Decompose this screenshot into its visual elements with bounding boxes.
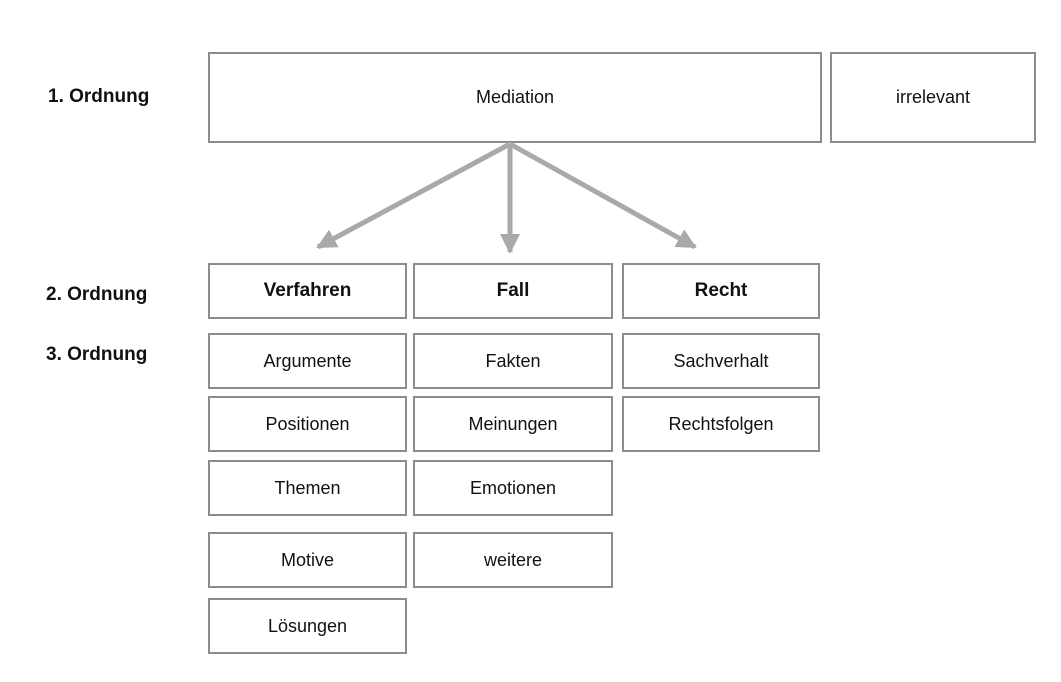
node-positionen: Positionen (208, 396, 407, 452)
node-irrelevant: irrelevant (830, 52, 1036, 143)
node-recht: Recht (622, 263, 820, 319)
row-label-level-3: 3. Ordnung (46, 344, 148, 365)
node-rechtsfolgen: Rechtsfolgen (622, 396, 820, 452)
node-themen: Themen (208, 460, 407, 516)
row-label-level-1: 1. Ordnung (48, 86, 150, 107)
node-mediation: Mediation (208, 52, 822, 143)
node-motive: Motive (208, 532, 407, 588)
row-label-level-2: 2. Ordnung (46, 284, 148, 305)
node-fakten: Fakten (413, 333, 613, 389)
node-fall: Fall (413, 263, 613, 319)
arrow-to-verfahren (316, 141, 512, 250)
node-sachverhalt: Sachverhalt (622, 333, 820, 389)
node-argumente: Argumente (208, 333, 407, 389)
node-weitere: weitere (413, 532, 613, 588)
arrow-to-recht (508, 141, 697, 250)
node-emotionen: Emotionen (413, 460, 613, 516)
node-loesungen: Lösungen (208, 598, 407, 654)
node-meinungen: Meinungen (413, 396, 613, 452)
node-verfahren: Verfahren (208, 263, 407, 319)
